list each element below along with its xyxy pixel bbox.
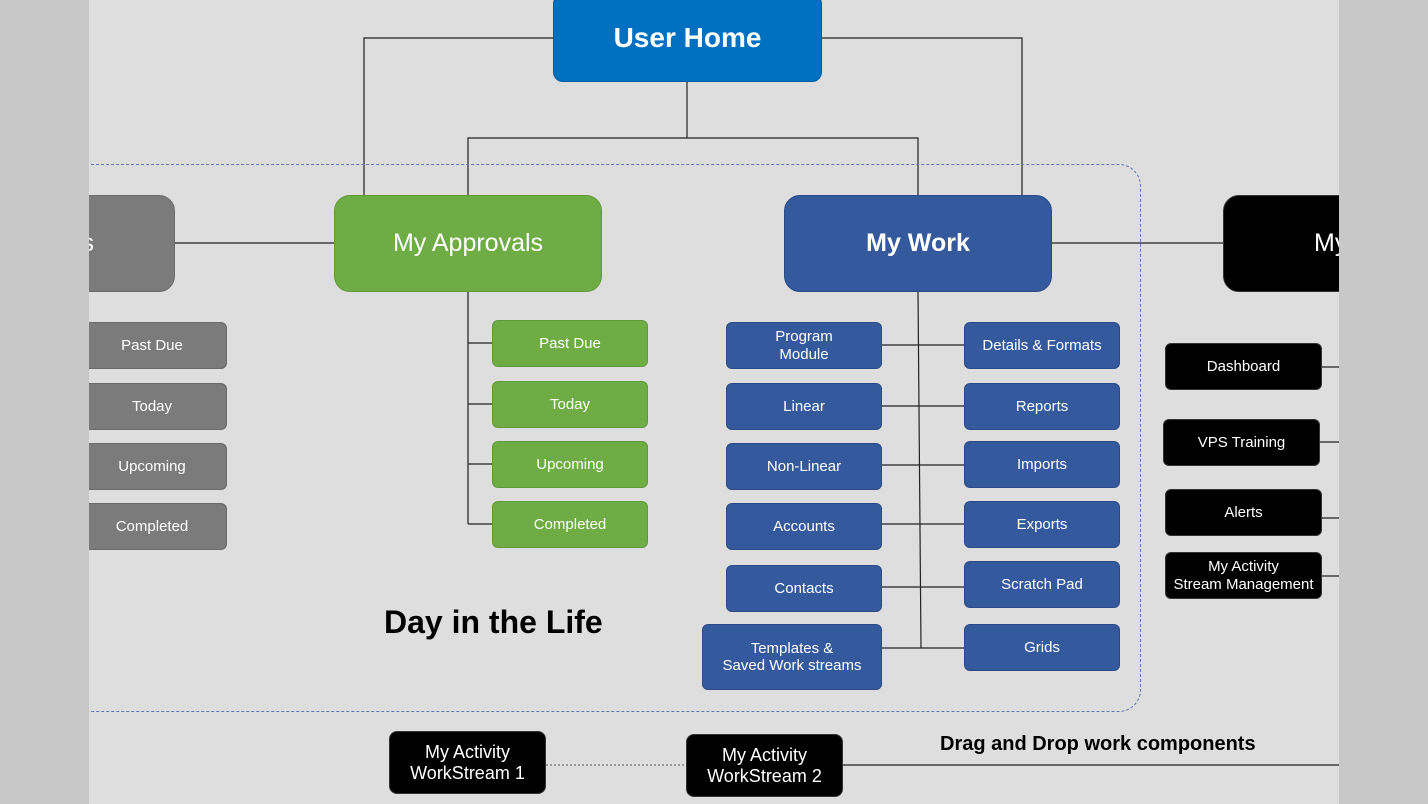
work-item-details-formats[interactable]: Details & Formats <box>964 322 1120 369</box>
user-home-node[interactable]: User Home <box>553 0 822 82</box>
work-item-linear[interactable]: Linear <box>726 383 882 430</box>
my-work-node[interactable]: My Work <box>784 195 1052 292</box>
left-item-today[interactable]: Today <box>89 383 227 430</box>
diagram-canvas: User Home s My Approvals My Work My Past… <box>89 0 1339 804</box>
right-item-dashboard[interactable]: Dashboard <box>1165 343 1322 390</box>
drag-drop-label: Drag and Drop work components <box>940 733 1256 755</box>
work-item-program-module[interactable]: Program Module <box>726 322 882 369</box>
left-item-upcoming[interactable]: Upcoming <box>89 443 227 490</box>
work-item-grids[interactable]: Grids <box>964 624 1120 671</box>
work-item-exports[interactable]: Exports <box>964 501 1120 548</box>
workstream-1-node[interactable]: My Activity WorkStream 1 <box>389 731 546 794</box>
right-item-activity-stream[interactable]: My Activity Stream Management <box>1165 552 1322 599</box>
day-in-the-life-label: Day in the Life <box>384 604 603 640</box>
work-item-imports[interactable]: Imports <box>964 441 1120 488</box>
connector-home-left <box>363 37 553 196</box>
connector-home-right <box>822 37 1023 196</box>
left-item-past-due[interactable]: Past Due <box>89 322 227 369</box>
approvals-item-upcoming[interactable]: Upcoming <box>492 441 648 488</box>
my-approvals-node[interactable]: My Approvals <box>334 195 602 292</box>
workstream-2-node[interactable]: My Activity WorkStream 2 <box>686 734 843 797</box>
approvals-item-past-due[interactable]: Past Due <box>492 320 648 367</box>
left-item-completed[interactable]: Completed <box>89 503 227 550</box>
left-panel-node[interactable]: s <box>89 195 175 292</box>
approvals-item-completed[interactable]: Completed <box>492 501 648 548</box>
work-item-scratch-pad[interactable]: Scratch Pad <box>964 561 1120 608</box>
work-item-non-linear[interactable]: Non-Linear <box>726 443 882 490</box>
day-in-the-life-boundary <box>89 164 1141 712</box>
right-panel-node[interactable]: My <box>1223 195 1339 292</box>
work-item-reports[interactable]: Reports <box>964 383 1120 430</box>
approvals-item-today[interactable]: Today <box>492 381 648 428</box>
work-item-contacts[interactable]: Contacts <box>726 565 882 612</box>
connector-branch <box>467 137 919 196</box>
work-item-accounts[interactable]: Accounts <box>726 503 882 550</box>
work-item-templates[interactable]: Templates & Saved Work streams <box>702 624 882 690</box>
work-trunk <box>917 290 922 649</box>
right-item-vps-training[interactable]: VPS Training <box>1163 419 1320 466</box>
connector-lines <box>175 37 1339 766</box>
right-item-alerts[interactable]: Alerts <box>1165 489 1322 536</box>
